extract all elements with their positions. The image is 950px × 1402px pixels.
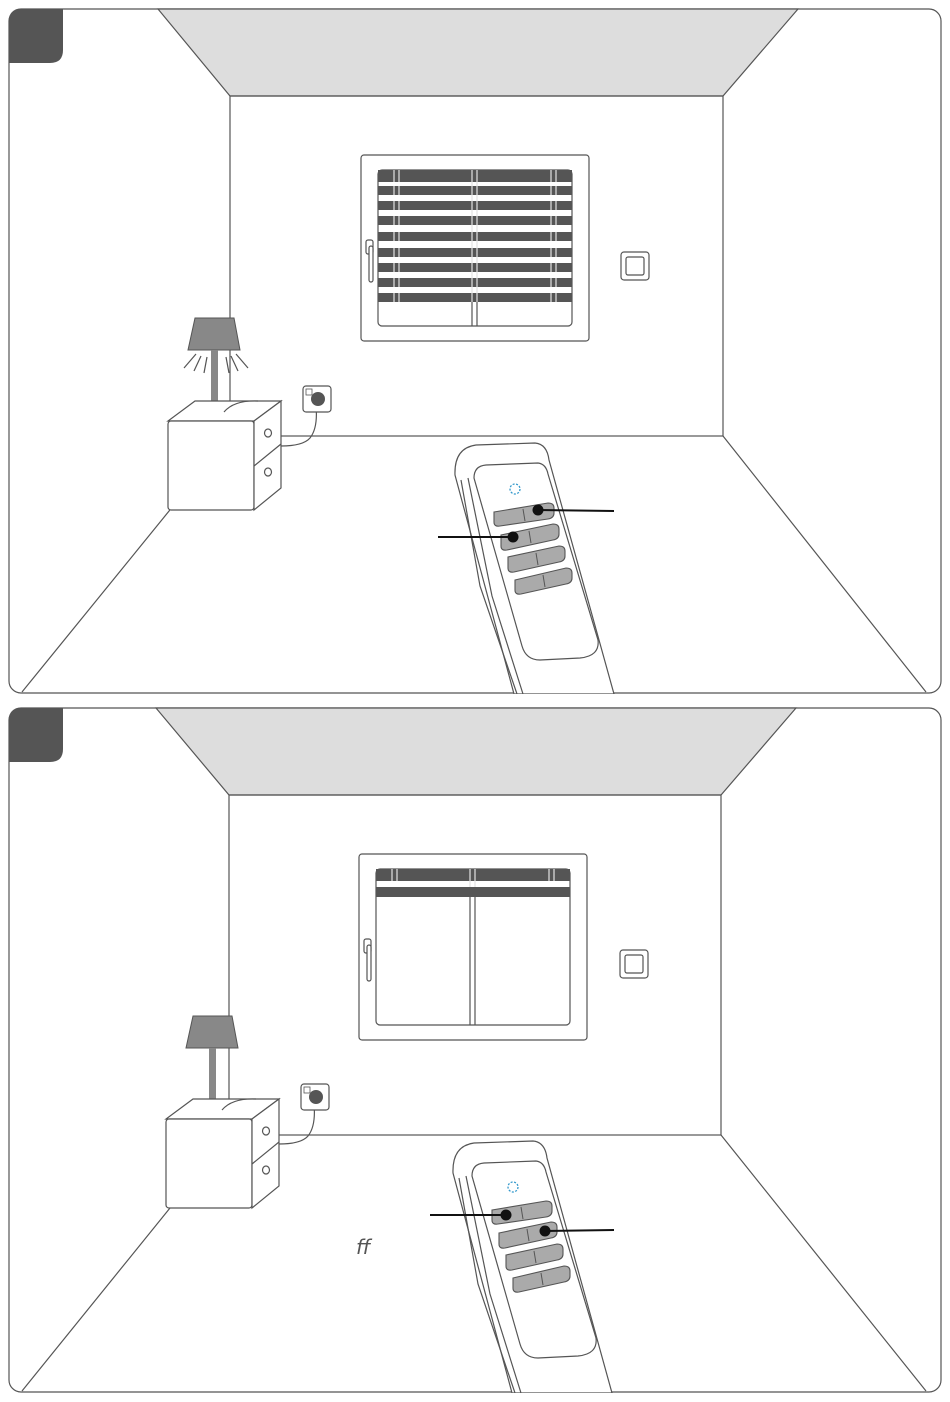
nightstand [166, 1099, 279, 1208]
panel-frame [9, 9, 941, 693]
step-badge [9, 9, 63, 63]
scene-panel-1 [8, 8, 942, 694]
room-illustration-1 [8, 8, 942, 694]
window-blind-icon [378, 170, 572, 302]
window [359, 854, 587, 1040]
ceiling [156, 708, 796, 795]
scene-panel-2: ff [8, 707, 942, 1393]
window [361, 155, 589, 341]
ceiling [158, 9, 798, 96]
wall-switch-icon [620, 950, 648, 978]
nightstand [168, 401, 281, 510]
step-badge [9, 708, 63, 762]
wall-switch-icon [621, 252, 649, 280]
power-socket-icon [303, 386, 331, 412]
power-socket-icon [301, 1084, 329, 1110]
panel-frame [9, 708, 941, 1392]
room-illustration-2: ff [8, 707, 942, 1393]
